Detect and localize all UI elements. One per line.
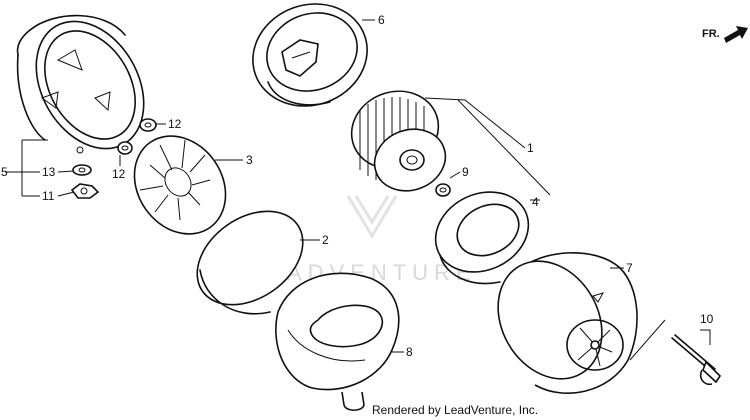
part-1-filter-element bbox=[350, 90, 447, 192]
callout-1: 1 bbox=[527, 141, 534, 155]
credit-text: Rendered by LeadVenture, Inc. bbox=[372, 403, 539, 417]
callout-8: 8 bbox=[406, 345, 413, 359]
part-7-outer-case bbox=[497, 251, 638, 394]
callout-5: 5 bbox=[1, 165, 8, 179]
callout-11: 11 bbox=[42, 189, 55, 203]
callout-2: 2 bbox=[322, 233, 329, 247]
watermark-logo bbox=[346, 195, 398, 239]
callout-3: 3 bbox=[246, 153, 253, 167]
part-9-nut bbox=[435, 183, 451, 197]
part-12-grommet-top bbox=[139, 118, 157, 132]
callout-12-top: 12 bbox=[168, 117, 182, 131]
part-4-outer-foam bbox=[434, 191, 530, 285]
callout-13: 13 bbox=[42, 165, 56, 179]
callout-10: 10 bbox=[700, 312, 714, 326]
part-13-washer bbox=[72, 164, 92, 176]
front-direction-label: FR. bbox=[702, 28, 720, 40]
part-10-bolt bbox=[671, 334, 722, 386]
part-11-wing-nut bbox=[70, 183, 100, 199]
callout-9: 9 bbox=[462, 165, 469, 179]
callout-12-left: 12 bbox=[112, 167, 126, 181]
front-direction-arrow-icon bbox=[724, 26, 748, 43]
callout-4: 4 bbox=[532, 195, 539, 209]
part-2-foam bbox=[196, 210, 304, 315]
part-8-bottom-case bbox=[275, 272, 400, 412]
part-6-cover bbox=[252, 3, 368, 107]
callout-7: 7 bbox=[626, 261, 633, 275]
leader-lines bbox=[5, 19, 711, 361]
callout-6: 6 bbox=[378, 13, 385, 27]
part-12-grommet-left bbox=[117, 141, 133, 155]
part-5-case bbox=[16, 14, 145, 154]
part-3-plate bbox=[133, 135, 227, 235]
